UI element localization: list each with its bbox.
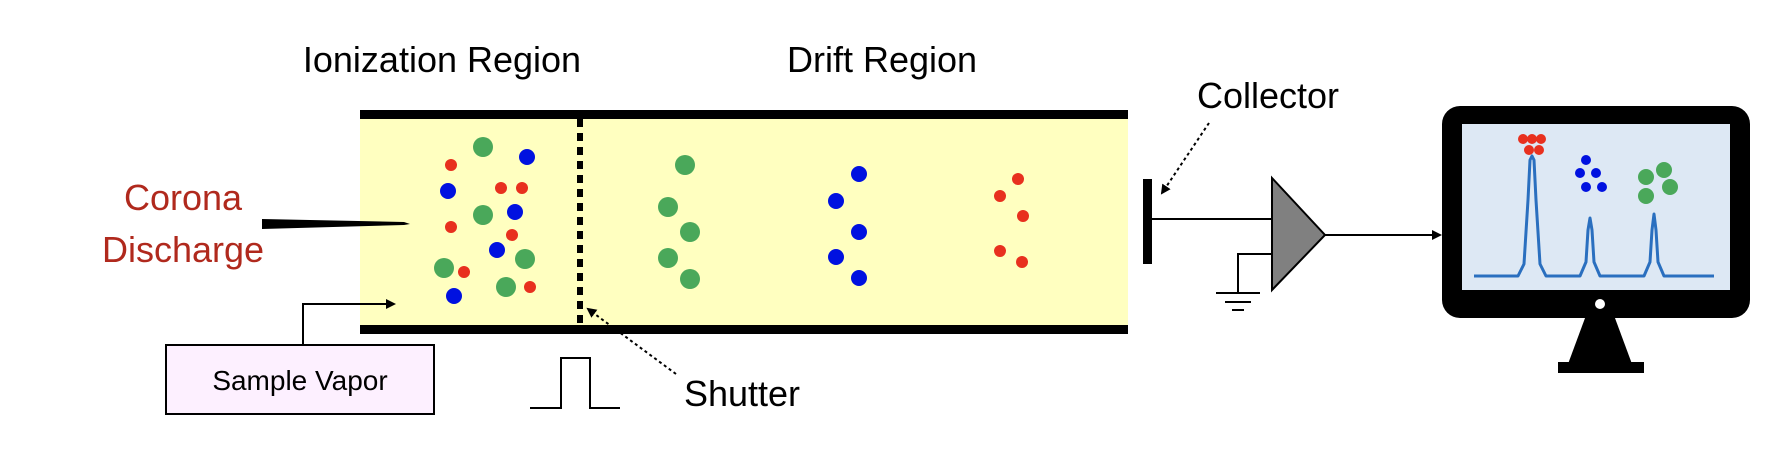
monitor-base	[1558, 362, 1644, 373]
monitor-icon	[1442, 106, 1750, 373]
collector-plate	[1143, 179, 1152, 264]
monitor-stand	[1568, 310, 1632, 364]
collector-arrow	[1160, 122, 1210, 195]
collector-label: Collector	[1197, 75, 1339, 116]
corona-label-line2: Discharge	[102, 229, 264, 270]
sample-vapor-arrow	[302, 299, 396, 345]
ion-red	[516, 182, 528, 194]
peak-blue-dots	[1575, 155, 1607, 192]
ion-blue	[440, 183, 456, 199]
drift-blue-ions	[828, 166, 867, 286]
ion-green	[515, 249, 535, 269]
ion-red	[1017, 210, 1029, 222]
ion-red	[445, 159, 457, 171]
ion-red	[994, 190, 1006, 202]
ion-green	[680, 222, 700, 242]
ion-blue	[851, 224, 867, 240]
ion-blue	[489, 242, 505, 258]
amplifier-symbol	[1271, 175, 1327, 293]
tube-bottom-wall	[360, 325, 1128, 334]
ionization-region-label: Ionization Region	[303, 39, 581, 80]
drift-red-ions	[994, 173, 1029, 268]
ion-green	[680, 269, 700, 289]
ion-red	[458, 266, 470, 278]
ion-red	[1016, 256, 1028, 268]
drift-green-ions	[658, 155, 700, 289]
ims-spectrum-line	[1474, 154, 1714, 278]
ion-red	[1012, 173, 1024, 185]
tube-top-wall	[360, 110, 1128, 119]
shutter-pulse-icon	[530, 357, 620, 409]
drift-region-label: Drift Region	[787, 39, 977, 80]
ion-blue	[851, 270, 867, 286]
ion-green	[658, 248, 678, 268]
ion-red	[524, 281, 536, 293]
ionization-ions	[434, 137, 536, 304]
ion-red	[445, 221, 457, 233]
ion-blue	[446, 288, 462, 304]
corona-needle	[262, 219, 410, 229]
ion-blue	[828, 193, 844, 209]
ion-red	[506, 229, 518, 241]
ion-red	[495, 182, 507, 194]
sample-vapor-box	[165, 344, 435, 415]
ion-green	[675, 155, 695, 175]
peak-green-dots	[1638, 162, 1678, 204]
ion-green	[434, 258, 454, 278]
ion-blue	[519, 149, 535, 165]
ion-blue	[828, 249, 844, 265]
amplifier-ground-wire	[1237, 253, 1272, 293]
monitor-power-dot	[1595, 299, 1605, 309]
ion-green	[473, 137, 493, 157]
corona-label-line1: Corona	[124, 177, 243, 218]
shutter-label: Shutter	[684, 373, 800, 414]
ion-blue	[851, 166, 867, 182]
ion-green	[658, 197, 678, 217]
ion-green	[473, 205, 493, 225]
sample-vapor-label: Sample Vapor	[212, 365, 387, 396]
monitor-screen	[1462, 124, 1730, 290]
ground-icon	[1216, 292, 1260, 311]
ion-green	[496, 277, 516, 297]
peak-red-dots	[1518, 134, 1546, 155]
ion-blue	[507, 204, 523, 220]
shutter-arrow	[586, 307, 677, 375]
ion-red	[994, 245, 1006, 257]
